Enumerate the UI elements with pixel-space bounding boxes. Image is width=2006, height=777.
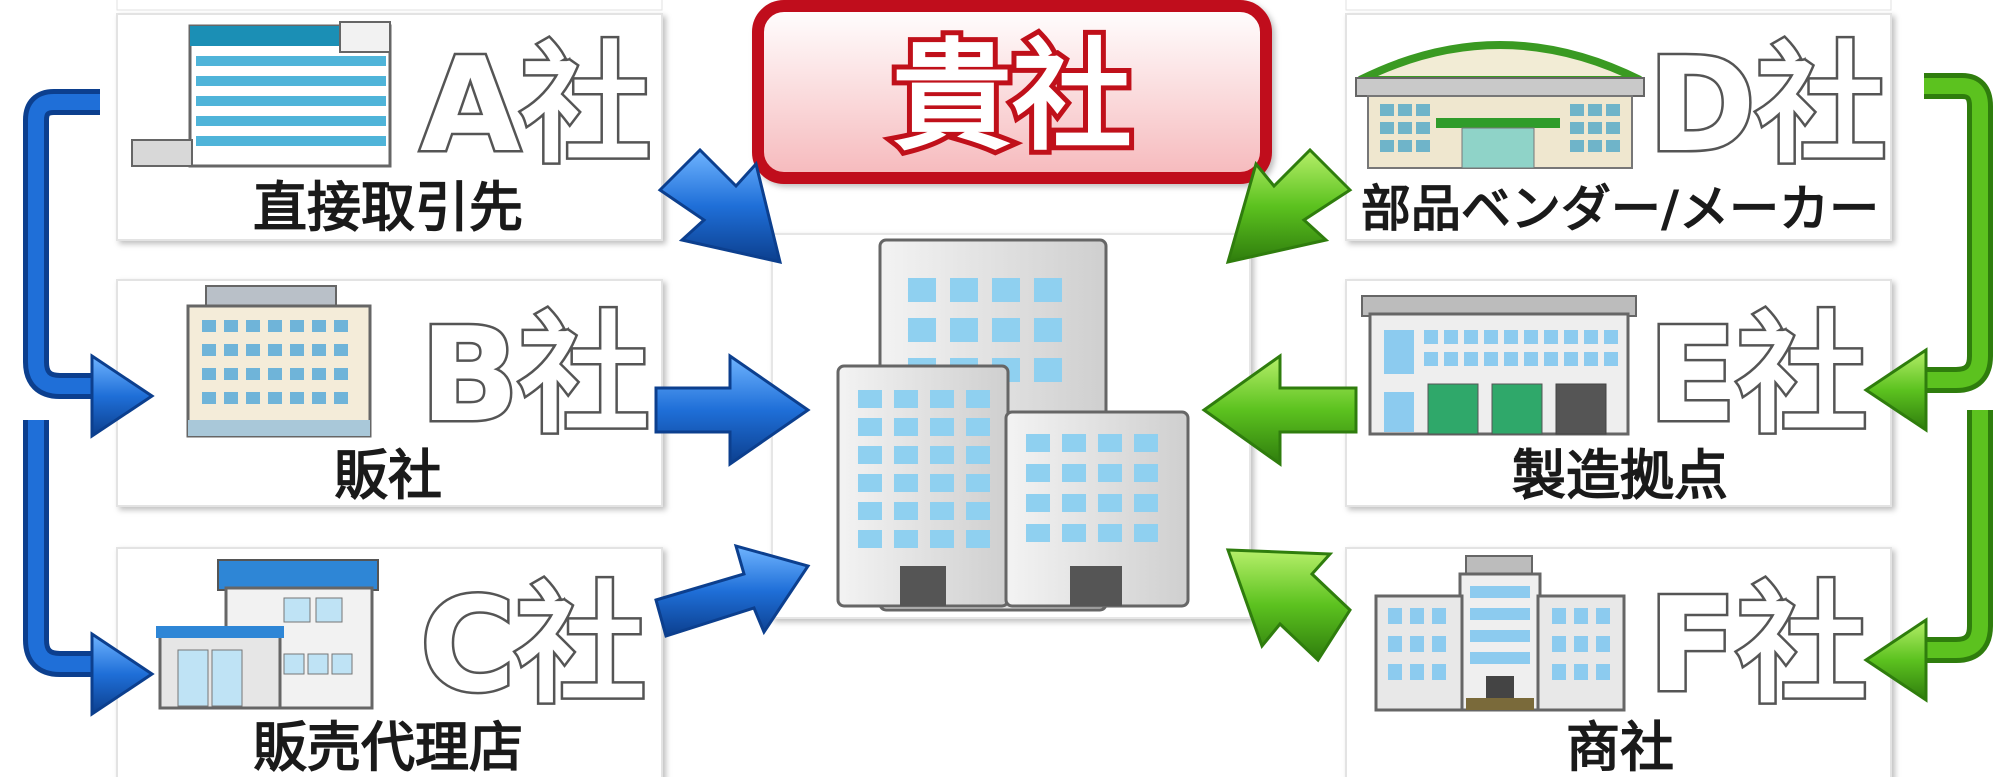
company-role-f: 商社 <box>1566 716 1674 777</box>
headquarters-buildings-icon <box>836 238 1190 612</box>
arrow-c-to-center <box>654 543 811 638</box>
sales-office-icon <box>186 285 372 438</box>
bracket-a-to-b <box>23 89 155 439</box>
company-role-a: 直接取引先 <box>253 176 523 239</box>
partner-card-f: F社 商社 <box>1345 547 1892 777</box>
company-role-c: 販売代理店 <box>253 716 523 777</box>
arrow-f-to-center <box>1225 548 1352 663</box>
partner-card-e: E社 製造拠点 <box>1345 279 1892 507</box>
factory-dome-icon <box>1355 41 1645 169</box>
bracket-d-to-e <box>1863 73 1993 433</box>
company-role-d: 部品ベンダー/メーカー <box>1361 180 1879 238</box>
company-name-f: F社 <box>1648 569 1867 721</box>
partner-card-top-right <box>1345 0 1892 11</box>
partner-card-top-left <box>116 0 663 11</box>
arrow-a-to-center <box>657 147 783 264</box>
partner-card-b: B社 販社 <box>116 279 663 507</box>
arrow-e-to-center <box>1201 353 1358 467</box>
arrow-d-to-center <box>1225 147 1353 265</box>
page-title: 貴社 <box>892 28 1132 167</box>
company-role-e: 製造拠点 <box>1512 444 1728 507</box>
partner-card-d: D社 部品ベンダー/メーカー <box>1345 13 1892 241</box>
bracket-b-to-c <box>23 420 155 717</box>
arrow-b-to-center <box>654 353 811 467</box>
company-name-c: C社 <box>420 569 645 721</box>
company-name-a: A社 <box>420 29 651 181</box>
shop-icon <box>156 559 379 710</box>
office-building-icon <box>131 21 392 168</box>
bracket-e-to-f <box>1863 410 1993 703</box>
company-name-e: E社 <box>1648 299 1867 451</box>
company-name-d: D社 <box>1648 29 1886 181</box>
title-box: 貴社 <box>752 0 1272 184</box>
trading-company-icon <box>1374 555 1626 712</box>
company-role-b: 販社 <box>334 444 442 507</box>
manufacturing-plant-icon <box>1361 295 1637 436</box>
partner-card-a: A社 直接取引先 <box>116 13 663 241</box>
company-name-b: B社 <box>420 299 649 451</box>
partner-card-c: C社 販売代理店 <box>116 547 663 777</box>
